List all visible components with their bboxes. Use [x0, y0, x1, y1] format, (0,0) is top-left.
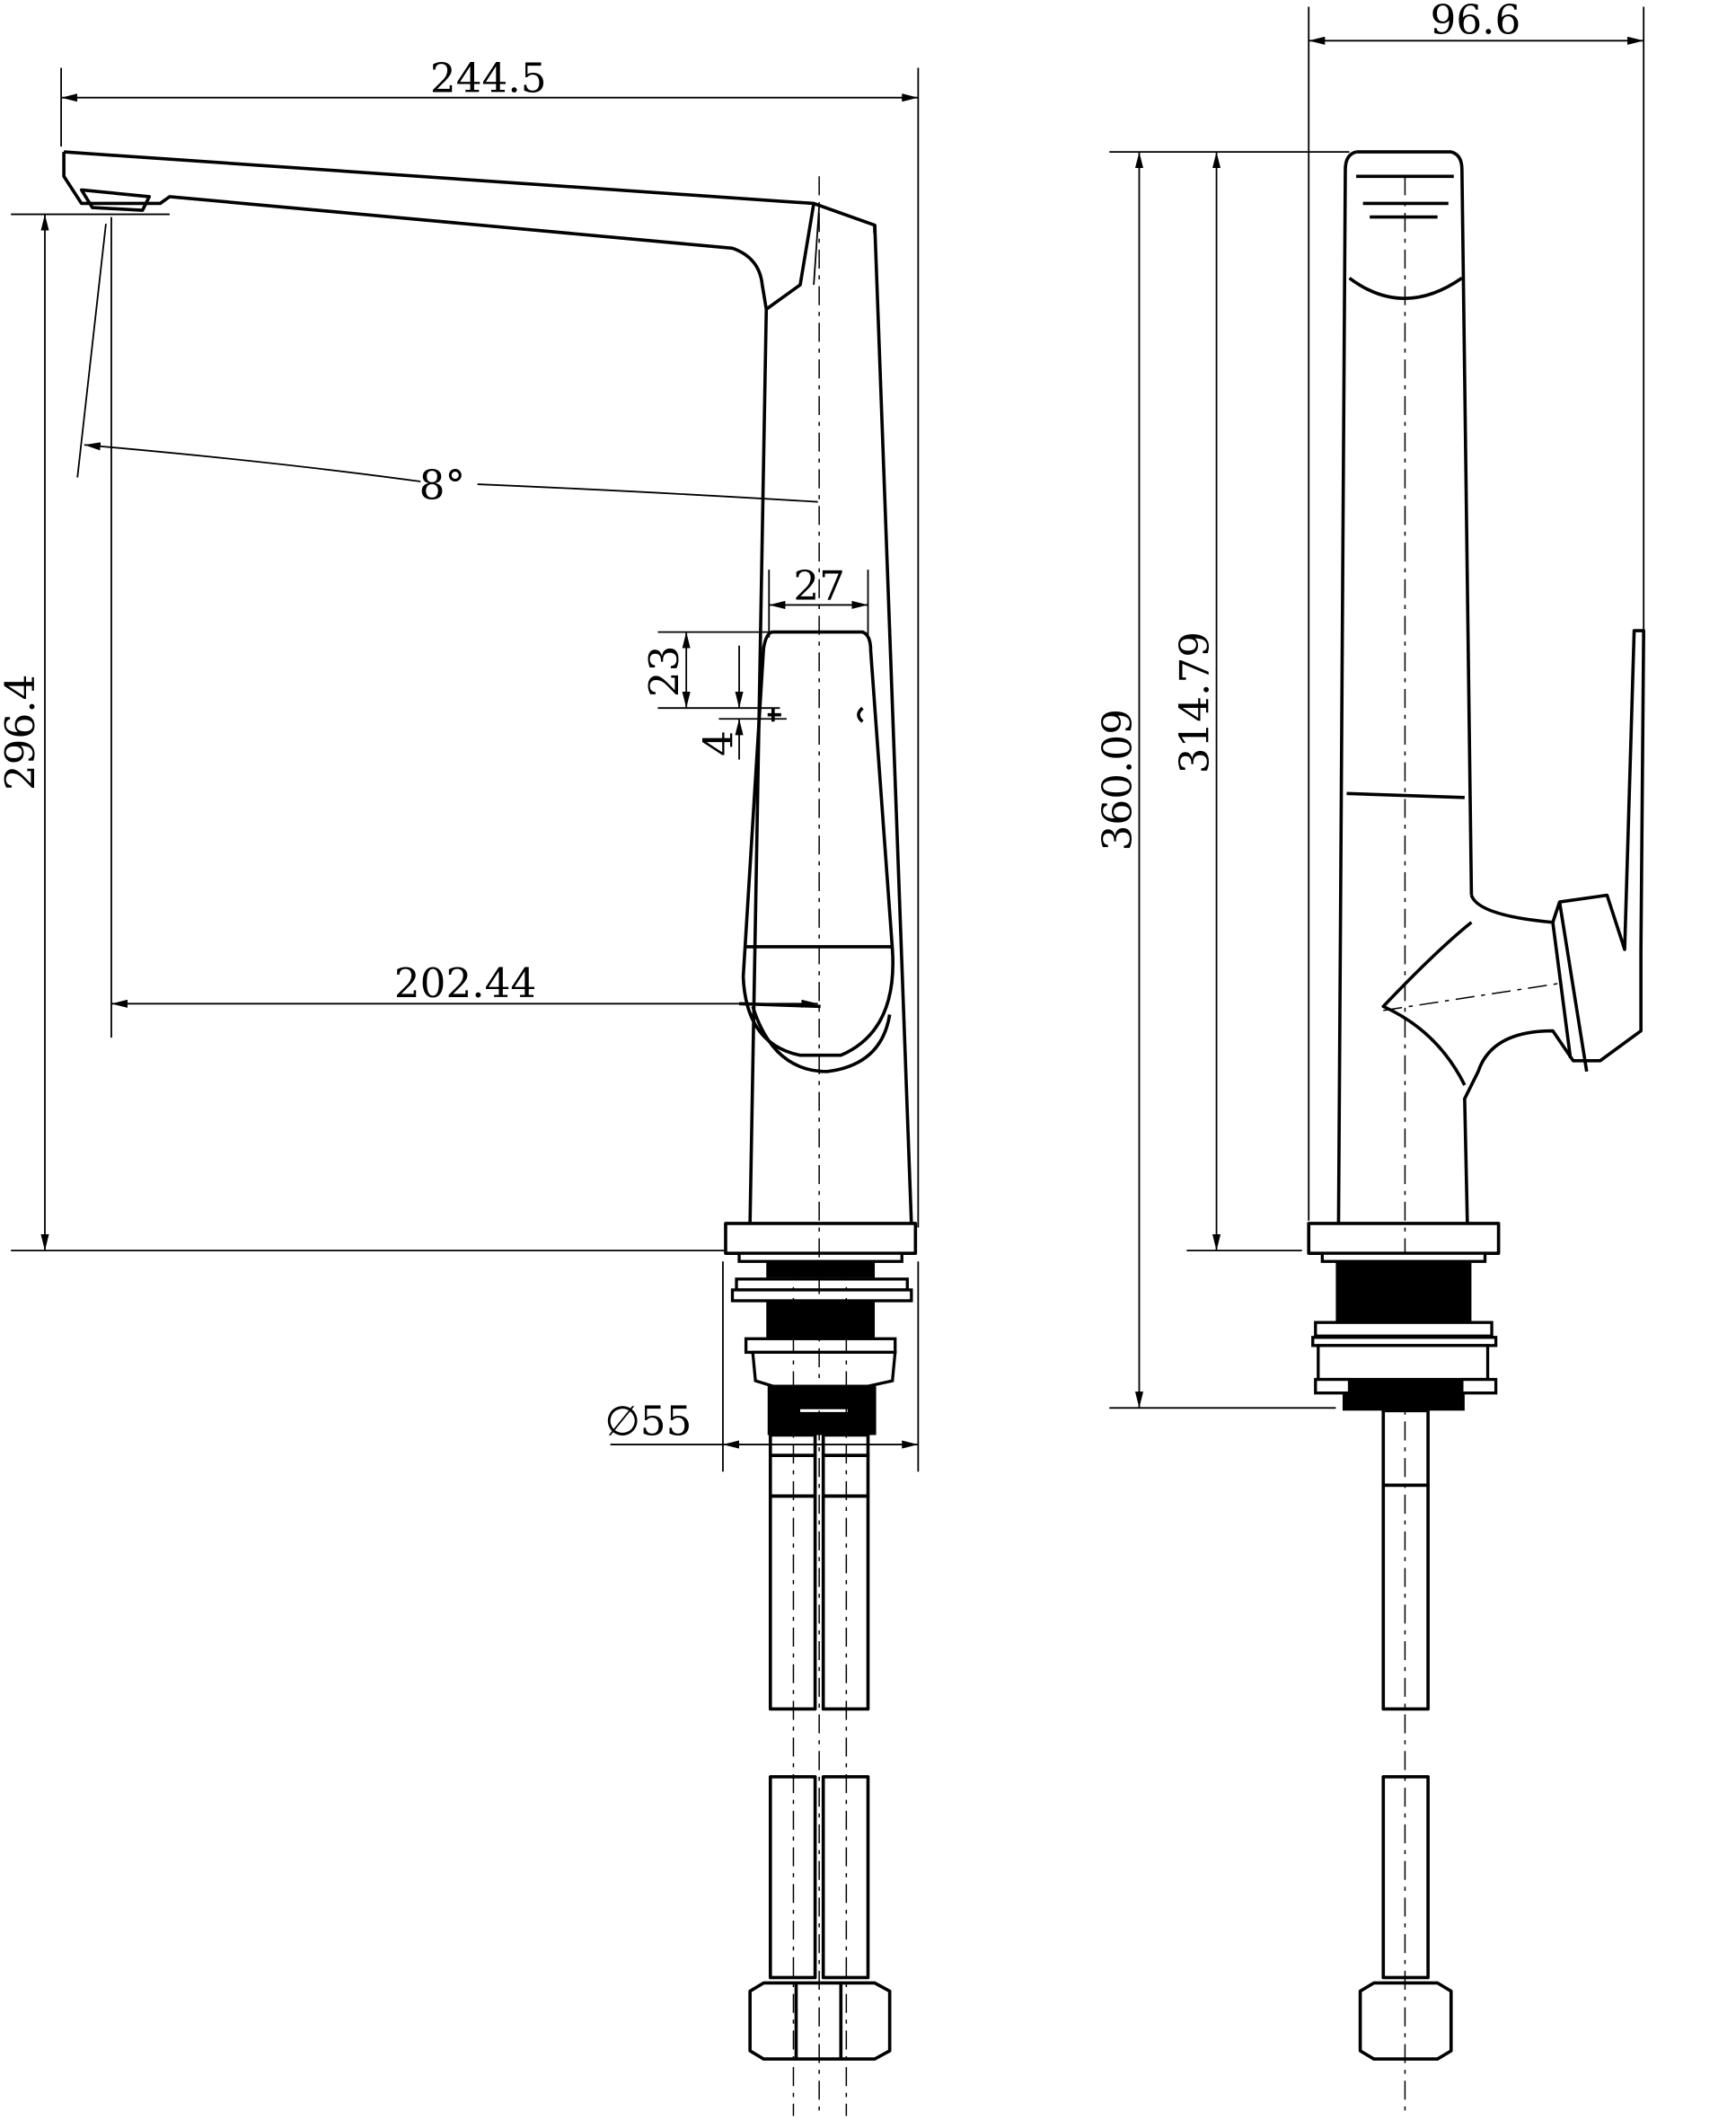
- dim-overall-width: 244.5: [430, 55, 547, 102]
- deck-base: [724, 1222, 918, 1435]
- dim-body-height: 314.79: [1170, 632, 1218, 773]
- side-view: 96.6 360.09 314.79: [1093, 0, 1645, 2116]
- dimensions-front: 244.5 296.4 8° 27 23 4 202.44 ∅55: [0, 55, 920, 1472]
- dim-base-diameter: ∅55: [604, 1397, 692, 1444]
- dimensions-side: 96.6 360.09 314.79: [1093, 0, 1645, 1409]
- dim-height: 296.4: [0, 675, 44, 791]
- dim-spout-angle: 8°: [419, 462, 465, 509]
- spout: [62, 150, 877, 312]
- dim-spout-reach: 202.44: [394, 959, 536, 1007]
- side-body: [1336, 150, 1645, 1223]
- dim-handle-width: 27: [793, 561, 845, 609]
- side-hose: [1358, 1409, 1453, 2061]
- body: [738, 225, 913, 1224]
- dim-handle-a: 23: [640, 646, 688, 698]
- front-view: 244.5 296.4 8° 27 23 4 202.44 ∅55: [0, 55, 920, 2116]
- side-base: [1307, 1222, 1501, 1411]
- dim-handle-b: 4: [695, 730, 743, 756]
- hoses: [748, 1433, 892, 2061]
- dim-depth: 96.6: [1431, 0, 1521, 44]
- dim-total-height: 360.09: [1093, 709, 1141, 851]
